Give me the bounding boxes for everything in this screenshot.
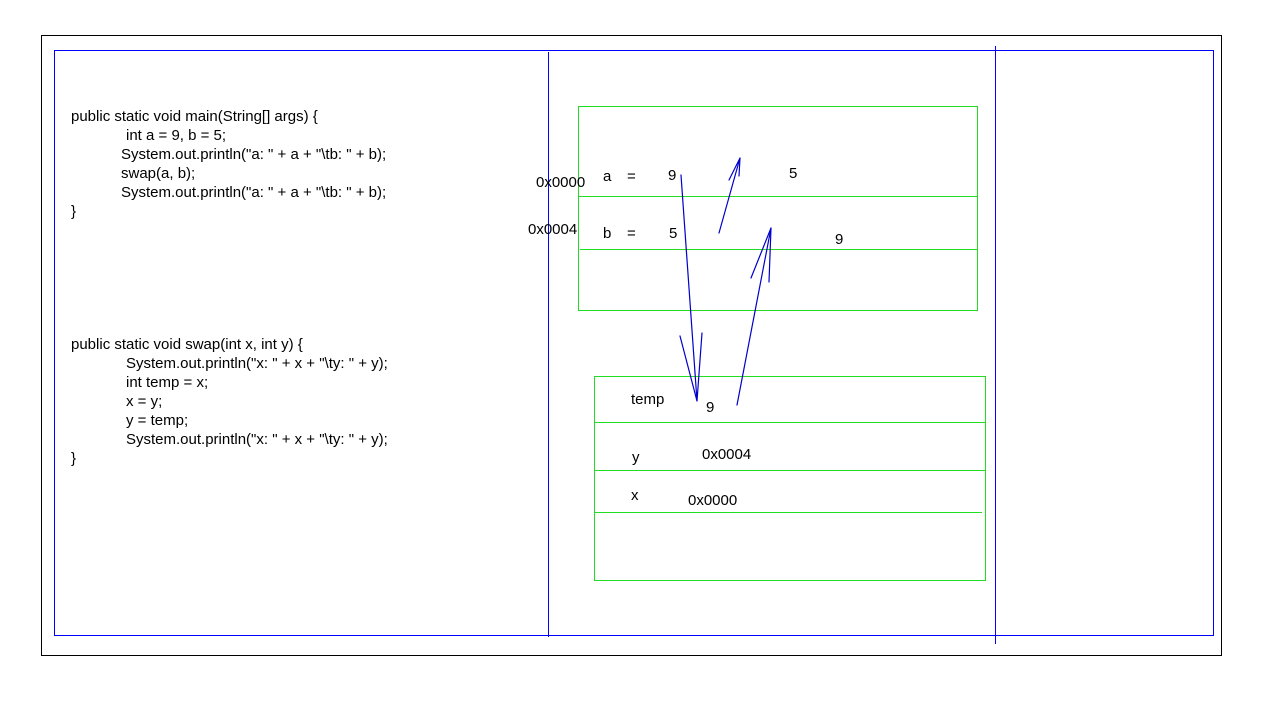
var-b-equals: = (627, 225, 636, 242)
arrow-temp-to-b (736, 227, 772, 406)
y-value: 0x0004 (702, 446, 752, 463)
code-line: swap(a, b); (121, 165, 196, 182)
frame-divider (594, 470, 986, 471)
outer-frame (41, 35, 1222, 656)
code-line: } (71, 450, 77, 467)
frame-divider (594, 422, 986, 423)
arrow-a-to-temp (679, 174, 703, 402)
y-label: y (632, 449, 640, 466)
address-a-label: 0x0000 (536, 174, 586, 191)
var-a-label: a (603, 168, 612, 185)
code-line: System.out.println("a: " + a + "\tb: " +… (121, 184, 387, 201)
code-line: x = y; (126, 393, 163, 410)
var-a-value: 9 (668, 167, 677, 184)
code-line: int a = 9, b = 5; (126, 127, 227, 144)
arrow-b-to-a (718, 157, 741, 234)
x-value: 0x0000 (688, 492, 738, 509)
temp-value: 9 (706, 399, 715, 416)
var-b-value: 5 (669, 225, 678, 242)
var-b-new-value: 9 (835, 231, 844, 248)
code-line: } (71, 203, 77, 220)
frame-divider (578, 196, 978, 197)
address-b-label: 0x0004 (528, 221, 578, 238)
code-line: public static void main(String[] args) { (71, 108, 318, 125)
var-a-equals: = (627, 168, 636, 185)
temp-label: temp (631, 391, 665, 408)
var-a-new-value: 5 (789, 165, 798, 182)
divider-left (548, 52, 549, 637)
code-line: System.out.println("x: " + x + "\ty: " +… (126, 431, 388, 448)
var-b-label: b (603, 225, 612, 242)
code-line: y = temp; (126, 412, 189, 429)
code-line: int temp = x; (126, 374, 209, 391)
frame-divider (580, 249, 978, 250)
code-line: System.out.println("a: " + a + "\tb: " +… (121, 146, 387, 163)
divider-right (995, 46, 996, 644)
main-stack-frame (578, 106, 978, 311)
x-label: x (631, 487, 639, 504)
swap-stack-frame (594, 376, 986, 581)
drawing-area (54, 50, 1214, 636)
frame-divider (594, 512, 982, 513)
code-line: public static void swap(int x, int y) { (71, 336, 303, 353)
code-line: System.out.println("x: " + x + "\ty: " +… (126, 355, 388, 372)
